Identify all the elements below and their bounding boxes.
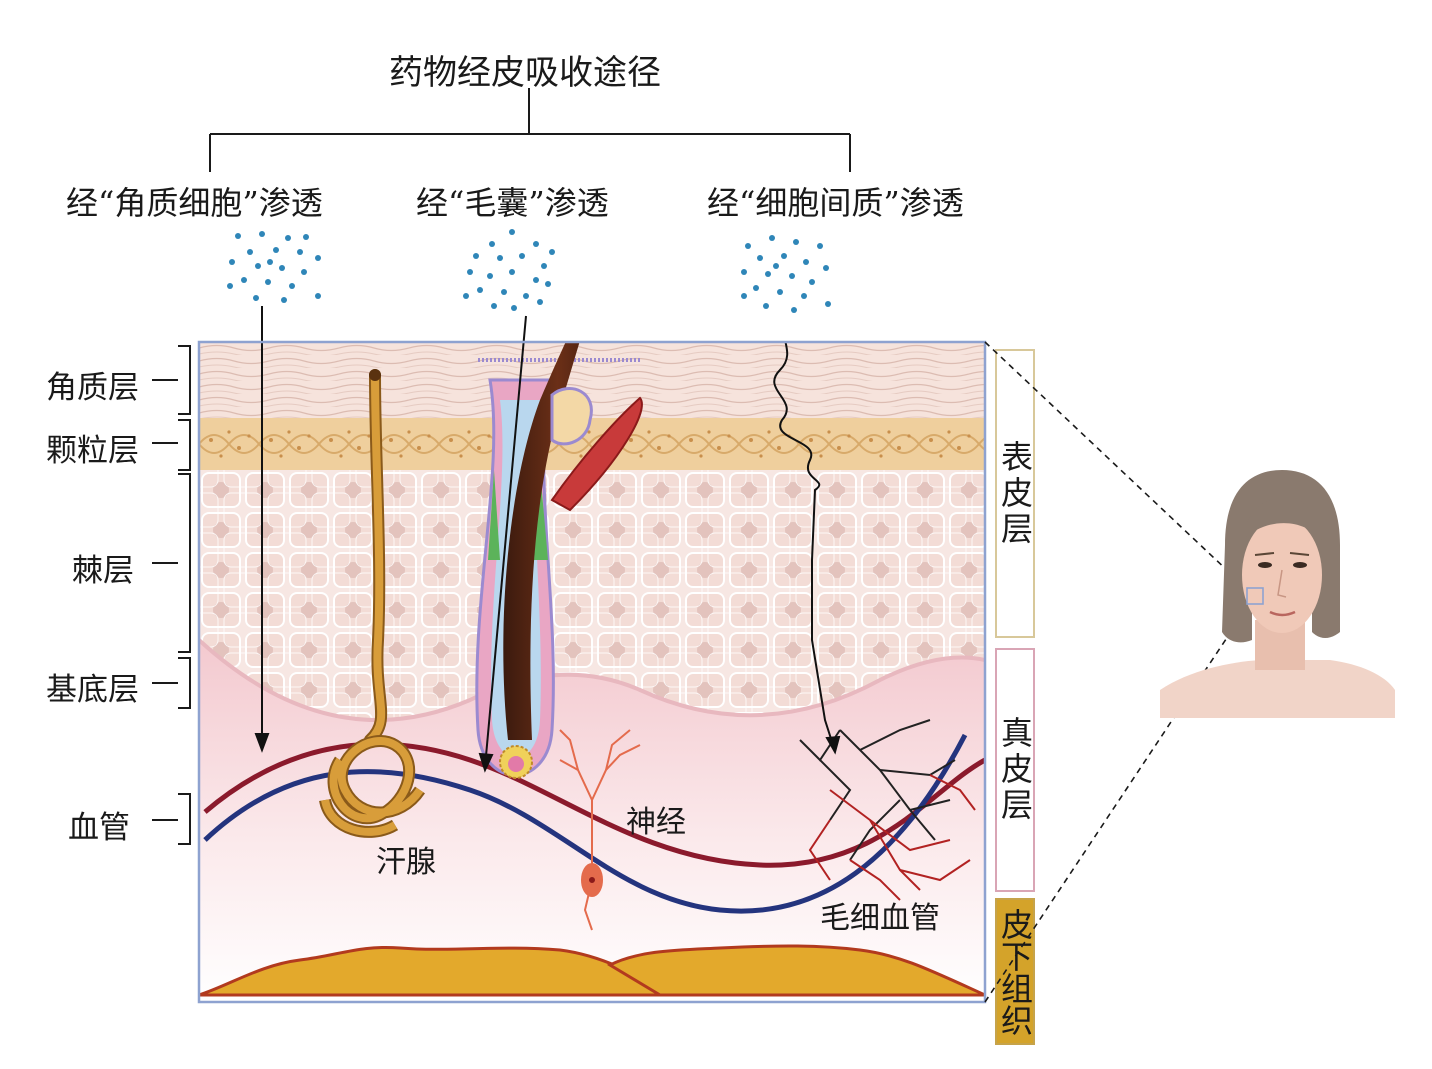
layer-label-stratum-corneum: 角质层: [46, 370, 139, 406]
drug-particles-intercellular: [741, 235, 831, 313]
route-follicle-label: 经“毛囊”渗透: [416, 184, 609, 222]
epidermis-label-text: 表皮层: [996, 439, 1034, 548]
epidermis-label: 表皮层: [996, 350, 1034, 637]
layer-label-stratum-basale: 基底层: [46, 672, 139, 708]
skin-section: [199, 342, 985, 1002]
route-bracket: [209, 88, 851, 172]
skin-section-border: [197, 340, 987, 1004]
subcutis-box: [995, 898, 1035, 1045]
layer-label-stratum-spinosum: 棘层: [72, 553, 134, 589]
sweat-gland: [319, 369, 425, 838]
capillary-label: 毛细血管: [820, 901, 940, 936]
drug-particles-follicle: [463, 229, 555, 311]
subcutis-label: 皮下组织: [996, 899, 1034, 1044]
left-brackets: [152, 345, 191, 845]
epidermis-box: [995, 349, 1035, 638]
nerve: [559, 729, 641, 931]
drug-particles-keratinocyte: [227, 231, 321, 303]
nerve-label: 神经: [626, 805, 686, 840]
dermis-box: [995, 648, 1035, 892]
hair-follicle: [475, 342, 643, 779]
face-illustration: [1160, 470, 1395, 718]
diagram-title: 药物经皮吸收途径: [389, 53, 661, 93]
route-intercellular-label: 经“细胞间质”渗透: [707, 184, 964, 222]
capillary-network: [799, 719, 976, 901]
route-arrows: [254, 306, 841, 773]
route-keratinocyte-label: 经“角质细胞”渗透: [66, 184, 323, 222]
dermis-label: 真皮层: [996, 649, 1034, 891]
layer-label-blood-vessel: 血管: [68, 810, 130, 846]
subcutis-label-text: 皮下组织: [996, 907, 1034, 1036]
layer-label-stratum-granulosum: 颗粒层: [46, 433, 139, 469]
sweat-gland-label: 汗腺: [376, 845, 436, 880]
dermis-label-text: 真皮层: [996, 716, 1034, 824]
